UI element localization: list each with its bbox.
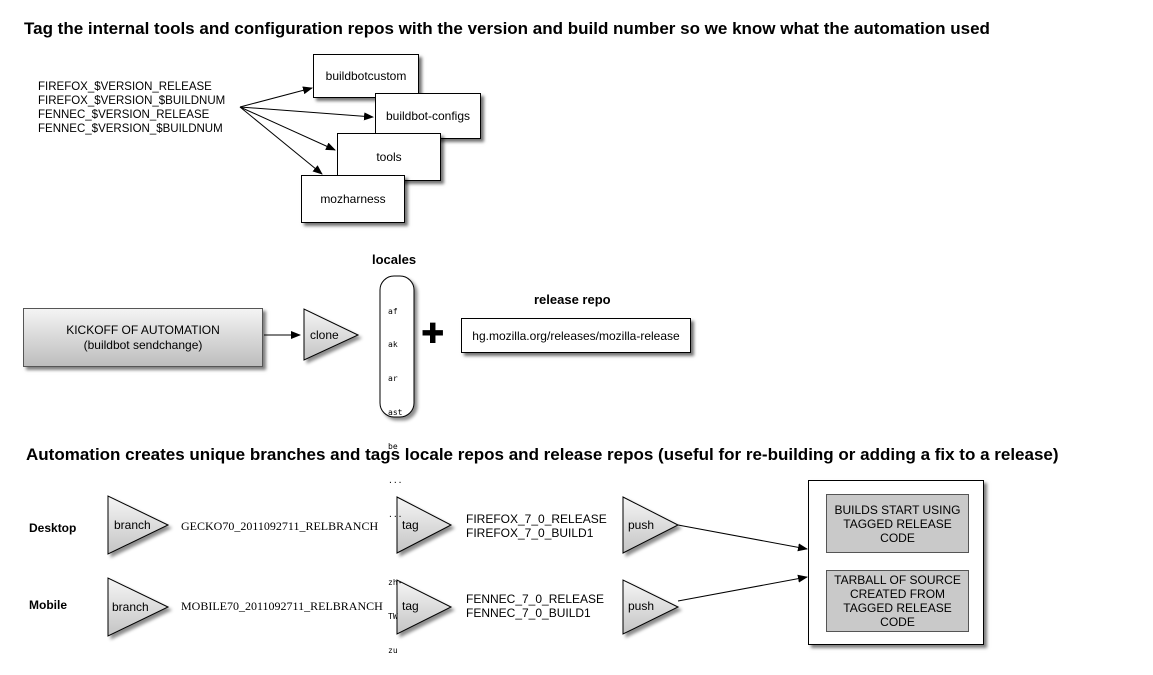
mobile-tag-label: tag — [402, 599, 419, 613]
tag-name-line: FENNEC_7_0_BUILD1 — [466, 606, 591, 620]
desktop-tag-label: tag — [402, 518, 419, 532]
repo-tools: tools — [337, 133, 441, 181]
repo-label: tools — [376, 150, 402, 164]
tag-item: FIREFOX_$VERSION_$BUILDNUM — [38, 95, 226, 107]
locale-item: ... — [388, 476, 403, 486]
kickoff-title: KICKOFF OF AUTOMATION — [66, 322, 220, 337]
locale-item: ... — [388, 509, 403, 519]
tag-name-line: FENNEC_7_0_RELEASE — [466, 592, 605, 606]
locale-item: zu — [388, 645, 398, 655]
repo-label: buildbot-configs — [385, 109, 471, 123]
arrow-to-buildbot-configs — [239, 106, 374, 121]
clone-label: clone — [310, 328, 339, 342]
desktop-platform-label: Desktop — [29, 521, 77, 535]
repo-label: mozharness — [320, 192, 386, 206]
kickoff-subtitle: (buildbot sendchange) — [83, 337, 203, 352]
builds-start-box: BUILDS START USING TAGGED RELEASE CODE — [826, 494, 969, 553]
clone-triangle — [303, 308, 360, 361]
arrow-to-mozharness — [239, 106, 323, 175]
desktop-branch-triangle — [107, 495, 170, 555]
mobile-branch-label: branch — [112, 600, 149, 614]
mobile-push-triangle — [622, 579, 680, 635]
mobile-push-label: push — [628, 599, 655, 613]
mobile-branch-name: MOBILE70_2011092711_RELBRANCH — [181, 599, 383, 613]
arrow-to-buildbotcustom — [239, 86, 313, 108]
top-heading: Tag the internal tools and configuration… — [24, 19, 990, 38]
tarball-box: TARBALL OF SOURCE CREATED FROM TAGGED RE… — [826, 570, 969, 632]
locales-scroll — [379, 275, 415, 418]
repo-mozharness: mozharness — [301, 175, 405, 223]
repo-label: buildbotcustom — [325, 69, 407, 83]
release-repo-url: hg.mozilla.org/releases/mozilla-release — [472, 328, 680, 343]
tag-item: FIREFOX_$VERSION_RELEASE — [38, 81, 212, 93]
plus-icon: ✚ — [421, 318, 445, 349]
locale-item: ar — [388, 374, 398, 384]
release-repo-title: release repo — [534, 292, 611, 307]
tag-name-line: FIREFOX_7_0_RELEASE — [466, 512, 607, 526]
mobile-branch-triangle — [107, 577, 170, 637]
tag-name-line: FIREFOX_7_0_BUILD1 — [466, 526, 594, 540]
kickoff-box: KICKOFF OF AUTOMATION (buildbot sendchan… — [23, 308, 263, 367]
locale-item: af — [388, 306, 398, 316]
tag-item: FENNEC_$VERSION_$BUILDNUM — [38, 123, 223, 135]
tag-item: FENNEC_$VERSION_RELEASE — [38, 109, 210, 121]
mobile-tag-names: FENNEC_7_0_RELEASE FENNEC_7_0_BUILD1 — [466, 592, 604, 620]
desktop-tag-triangle — [396, 496, 453, 554]
locale-list: af ak ar ast be ... ... zh- TW zu — [388, 283, 402, 667]
mobile-platform-label: Mobile — [29, 598, 67, 612]
locales-title: locales — [372, 252, 417, 267]
desktop-tag-names: FIREFOX_7_0_RELEASE FIREFOX_7_0_BUILD1 — [466, 512, 607, 540]
release-repo-box: hg.mozilla.org/releases/mozilla-release — [461, 318, 691, 353]
arrow-desktop-push — [677, 524, 808, 552]
build-results-panel: BUILDS START USING TAGGED RELEASE CODE T… — [808, 480, 984, 645]
builds-start-text: BUILDS START USING TAGGED RELEASE CODE — [834, 502, 961, 545]
desktop-branch-label: branch — [114, 518, 151, 532]
bottom-heading: Automation creates unique branches and t… — [26, 445, 1059, 464]
tarball-text: TARBALL OF SOURCE CREATED FROM TAGGED RE… — [834, 573, 961, 629]
tag-arrows — [239, 86, 374, 175]
locale-item: be — [388, 442, 398, 452]
desktop-branch-name: GECKO70_2011092711_RELBRANCH — [181, 519, 379, 533]
desktop-push-label: push — [628, 518, 655, 532]
locale-item: ast — [388, 408, 403, 418]
desktop-push-triangle — [622, 496, 680, 554]
arrow-to-tools — [239, 106, 336, 151]
version-tag-list: FIREFOX_$VERSION_RELEASE FIREFOX_$VERSIO… — [38, 80, 225, 136]
locale-item: TW — [388, 611, 398, 621]
arrow-mobile-push — [677, 574, 808, 602]
locale-item — [388, 543, 402, 554]
mobile-tag-triangle — [396, 579, 453, 635]
locale-item: zh- — [388, 577, 403, 587]
repo-buildbotcustom: buildbotcustom — [313, 54, 419, 98]
locale-item: ak — [388, 340, 398, 350]
repo-buildbot-configs: buildbot-configs — [375, 93, 481, 139]
